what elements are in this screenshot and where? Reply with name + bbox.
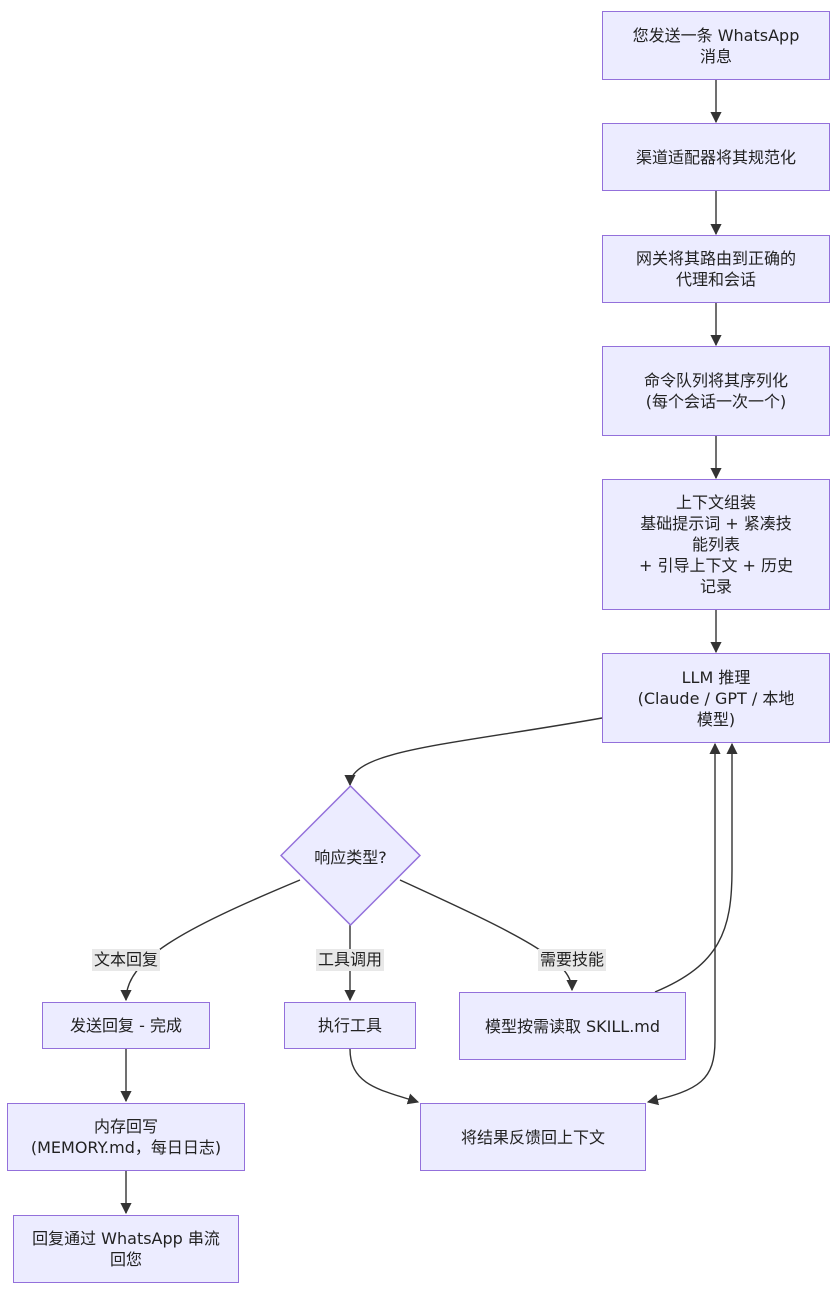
diamond-shape: [279, 784, 422, 927]
edge-llm-decision: [344, 717, 603, 787]
edge-label-text-reply: 文本回复: [91, 949, 161, 971]
node-execute-tool: 执行工具: [284, 1002, 416, 1049]
node-memory-writeback: 内存回写 (MEMORY.md，每日日志): [7, 1103, 245, 1171]
edge-label-need-skill: 需要技能: [537, 949, 607, 971]
node-response-type-decision: 响应类型?: [279, 784, 422, 927]
edge-decision-skill: [399, 879, 578, 992]
edge-feedback-llm: [646, 742, 721, 1106]
node-context-assembly: 上下文组装 基础提示词 + 紧凑技 能列表 + 引导上下文 + 历史 记录: [602, 479, 830, 610]
node-read-skill: 模型按需读取 SKILL.md: [459, 992, 686, 1060]
node-llm-inference: LLM 推理 (Claude / GPT / 本地 模型): [602, 653, 830, 743]
decision-label: 响应类型?: [314, 847, 387, 867]
edge-tool-feedback: [349, 1048, 420, 1105]
node-feedback-context: 将结果反馈回上下文: [420, 1103, 646, 1171]
node-command-queue: 命令队列将其序列化 (每个会话一次一个): [602, 346, 830, 436]
edge-skill-llm: [654, 742, 738, 993]
edge-decision-textreply: [120, 879, 301, 1002]
node-send-whatsapp: 您发送一条 WhatsApp 消息: [602, 11, 830, 80]
node-stream-reply: 回复通过 WhatsApp 串流 回您: [13, 1215, 239, 1283]
edge-label-tool-call: 工具调用: [315, 949, 385, 971]
node-gateway: 网关将其路由到正确的 代理和会话: [602, 235, 830, 303]
node-channel-adapter: 渠道适配器将其规范化: [602, 123, 830, 191]
node-send-reply: 发送回复 - 完成: [42, 1002, 210, 1049]
